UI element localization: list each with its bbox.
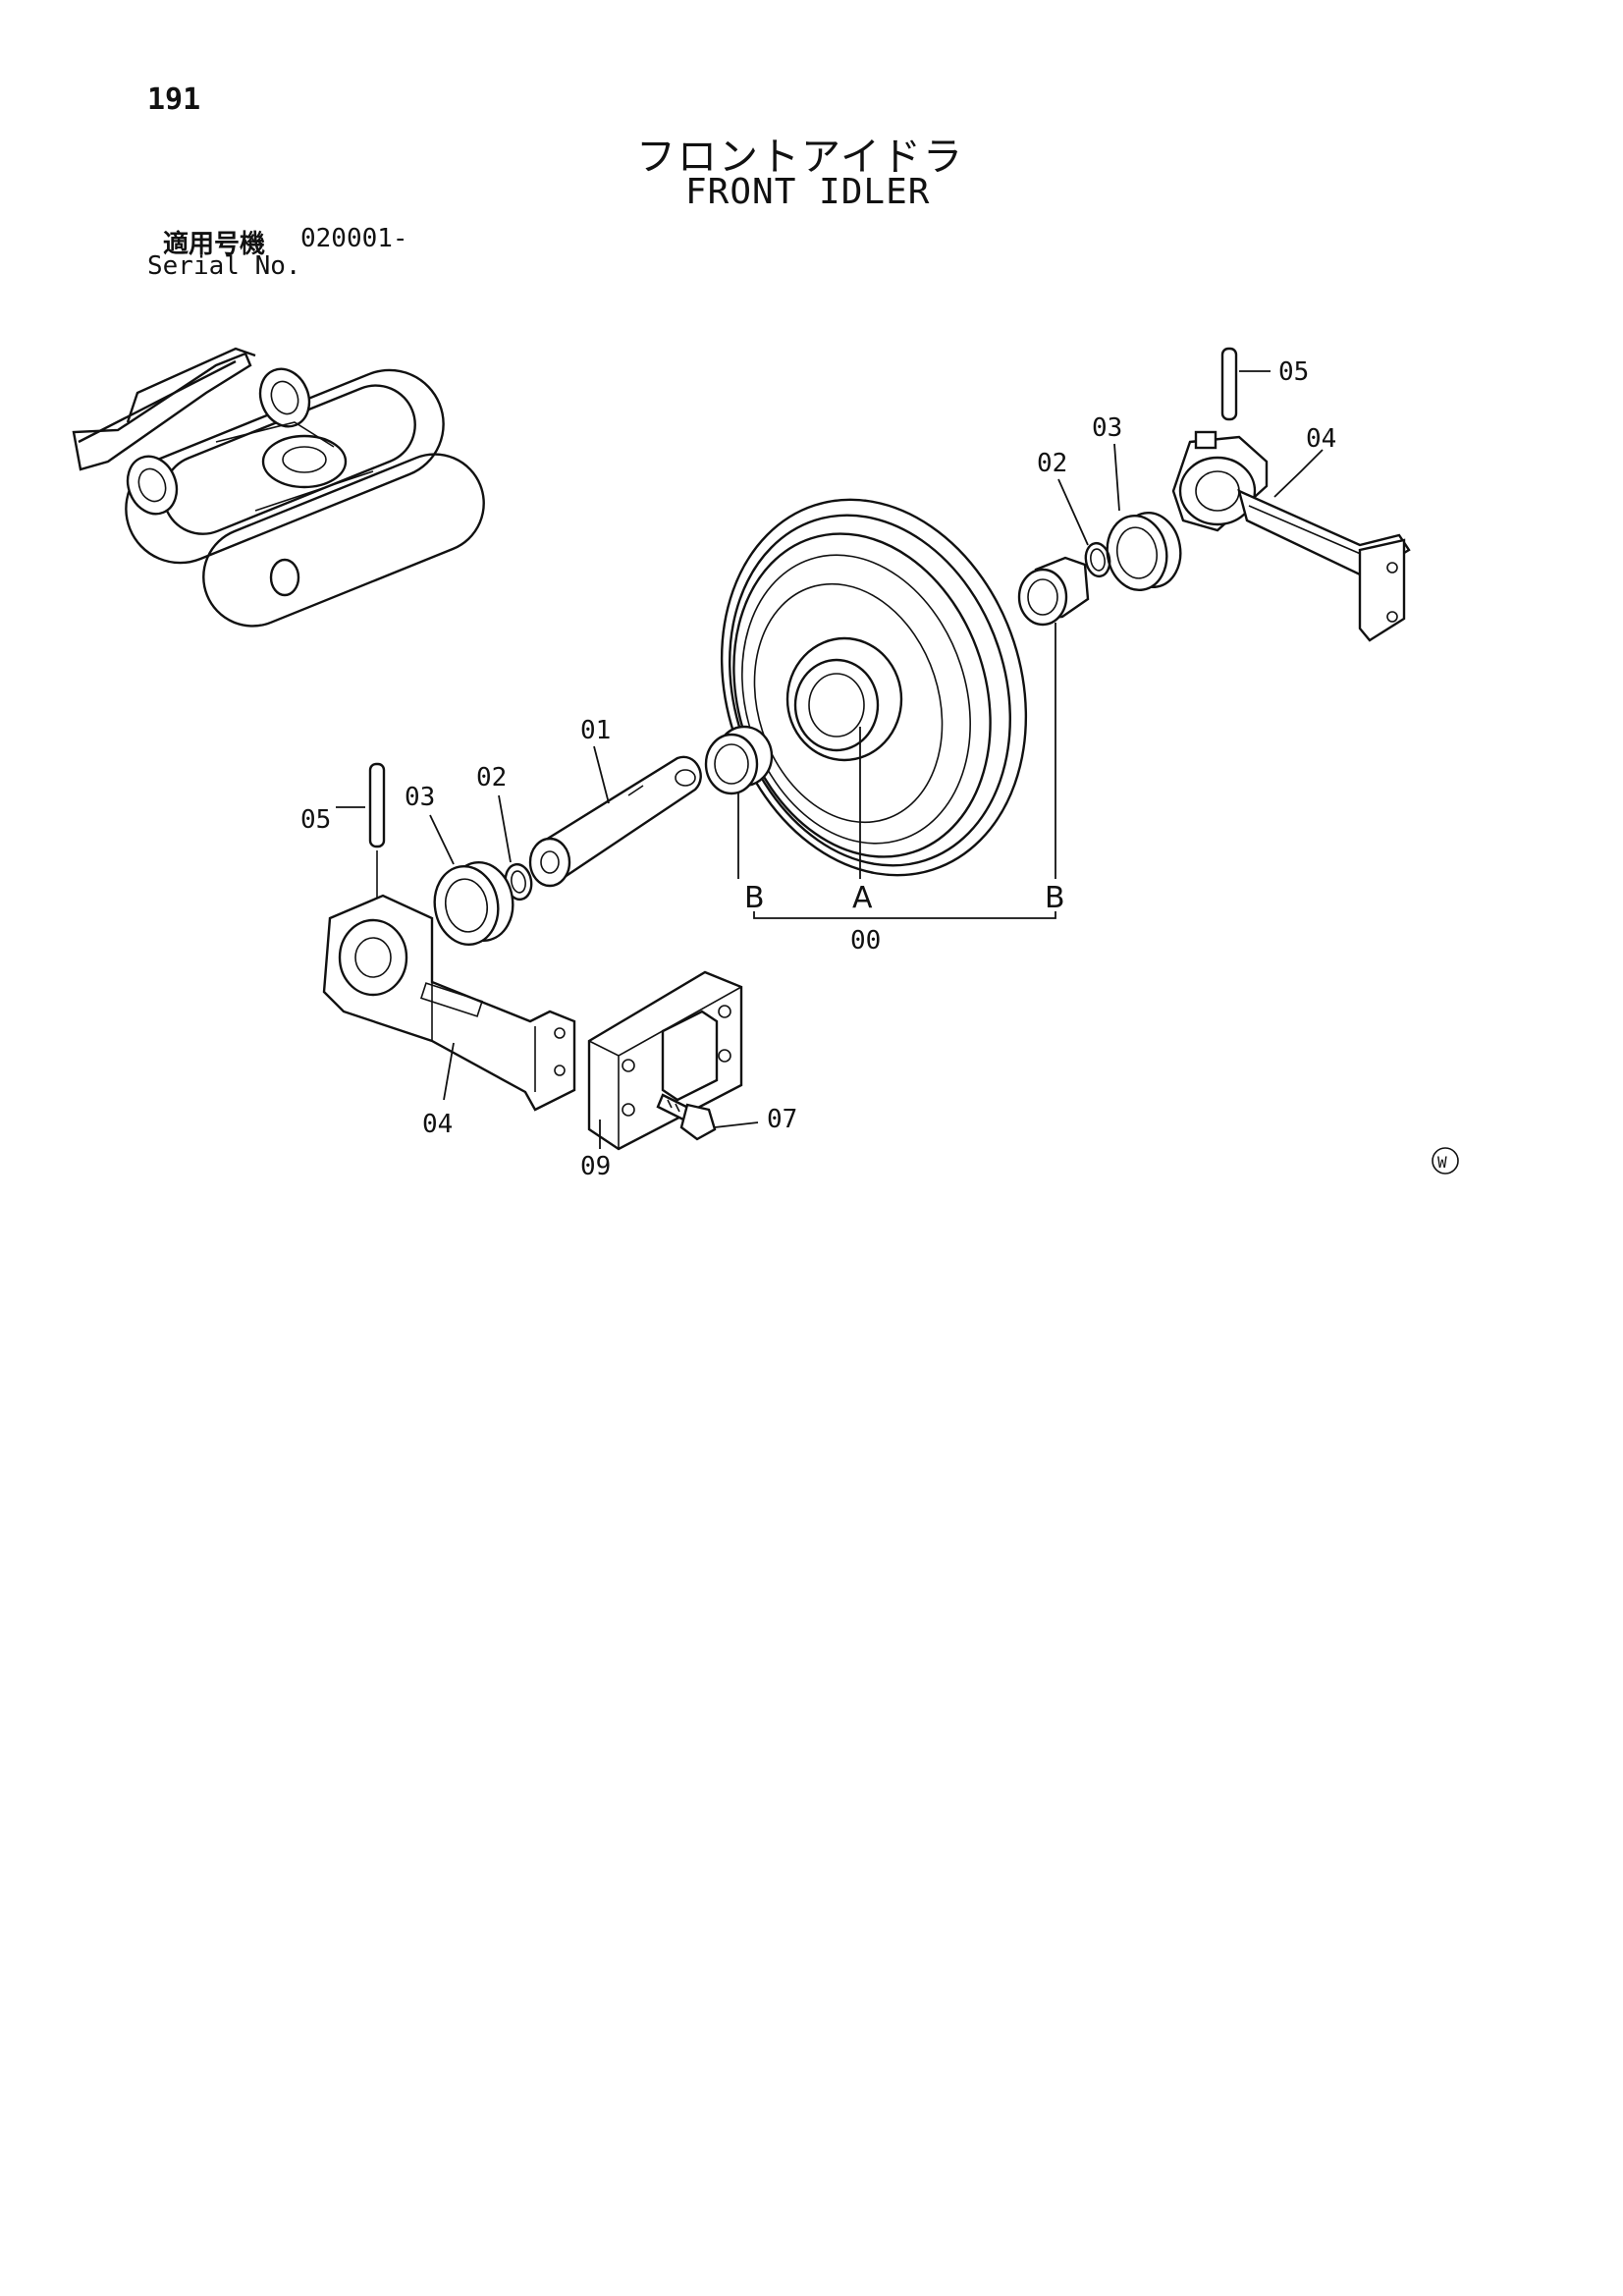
o-ring-right xyxy=(1057,478,1111,578)
page-number: 191 xyxy=(147,82,201,117)
callout-seal-right: 03 xyxy=(1092,413,1122,443)
front-idler-exploded-diagram: 05 04 03 02 xyxy=(72,347,1459,1181)
pin-right xyxy=(1220,347,1271,421)
callout-bolt: 07 xyxy=(767,1105,797,1134)
callout-shaft: 01 xyxy=(580,716,611,745)
assembly-bracket xyxy=(753,911,1056,919)
idler-support-left xyxy=(322,894,576,1112)
callout-assembly: 00 xyxy=(850,926,881,956)
w-mark-letter: W xyxy=(1437,1153,1447,1172)
callout-support-left: 04 xyxy=(422,1110,453,1139)
page-title: FRONT IDLER xyxy=(685,172,931,212)
pin-left xyxy=(336,762,386,913)
callout-ring-left: 02 xyxy=(476,763,507,793)
callout-bushing-left: B xyxy=(744,881,765,915)
callout-seal-left: 03 xyxy=(405,783,435,812)
callout-ring-right: 02 xyxy=(1037,449,1067,478)
serial-number-range: 020001- xyxy=(300,224,408,253)
idler-shaft xyxy=(528,745,702,888)
idler-block xyxy=(587,970,743,1151)
serial-label: Serial No. xyxy=(147,251,301,281)
bushing-left xyxy=(704,725,774,879)
excavator-thumbnail xyxy=(72,347,485,628)
page-title-japanese: フロントアイドラ xyxy=(636,135,964,180)
w-mark-icon xyxy=(1432,1147,1459,1175)
floating-seal-left xyxy=(429,814,514,946)
callout-bushing-right: B xyxy=(1045,881,1065,915)
callout-pin-left: 05 xyxy=(300,805,331,835)
callout-wheel: A xyxy=(852,881,873,915)
callout-support-right: 04 xyxy=(1306,424,1336,454)
callout-pin-right: 05 xyxy=(1278,357,1309,387)
idler-wheel xyxy=(720,498,1028,879)
bolt xyxy=(656,1093,759,1141)
bushing-right xyxy=(1017,556,1090,879)
floating-seal-right xyxy=(1106,443,1182,591)
idler-support-right xyxy=(1171,430,1411,642)
serial-label-japanese: 適用号機 xyxy=(163,230,266,259)
callout-block: 09 xyxy=(580,1152,611,1181)
